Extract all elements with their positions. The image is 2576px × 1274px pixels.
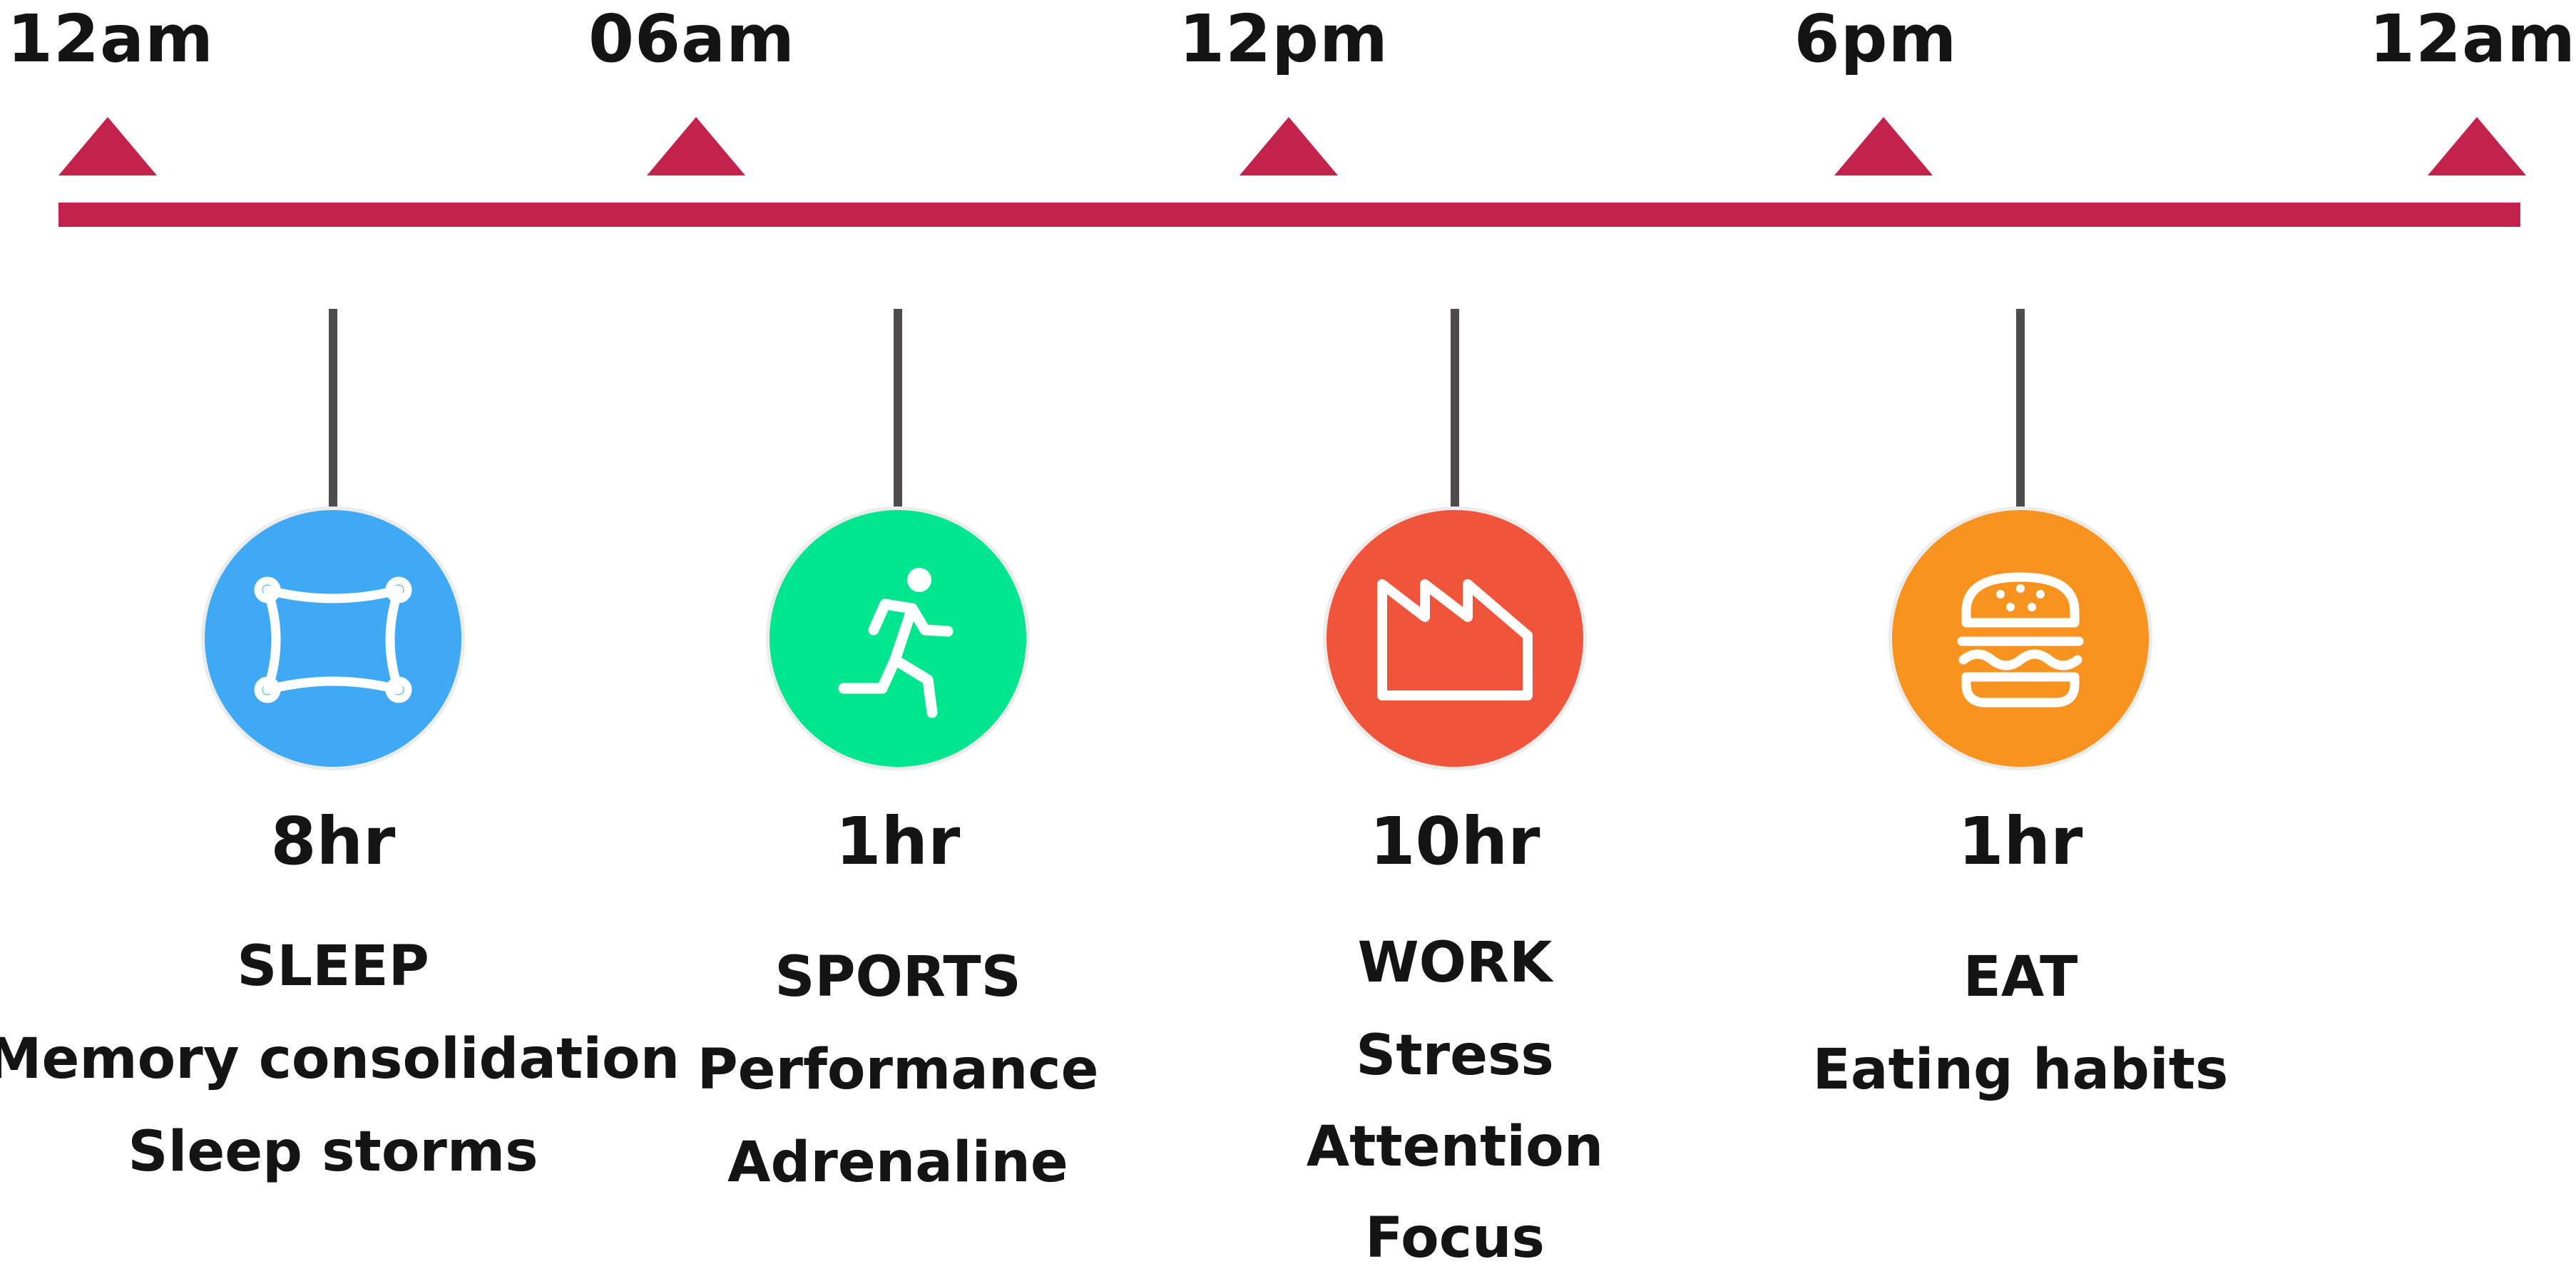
activity-detail: Memory consolidation (0, 1027, 680, 1091)
tick-label-06am: 06am (588, 1, 795, 77)
activity-detail: Attention (1306, 1115, 1604, 1179)
icon-circle-work (1327, 510, 1583, 767)
activity-duration: 1hr (835, 803, 961, 880)
tick-marker-06am (647, 117, 745, 175)
connector-stem (329, 309, 337, 510)
activity-detail: Performance (697, 1038, 1099, 1102)
factory-icon (1377, 579, 1533, 700)
activity-category: EAT (1963, 945, 2078, 1009)
burger-icon (1957, 572, 2084, 708)
connector-stem (2016, 309, 2025, 510)
activity-category: SPORTS (775, 945, 1021, 1009)
tick-label-12am-end: 12am (2369, 1, 2576, 77)
activity-detail: Sleep storms (128, 1120, 538, 1184)
tick-marker-12am-start (58, 117, 157, 175)
icon-circle-eat (1892, 510, 2149, 767)
tick-label-12pm: 12pm (1179, 1, 1389, 77)
timeline-bar (58, 203, 2520, 227)
tick-marker-12pm (1240, 117, 1338, 175)
activity-duration: 8hr (270, 803, 396, 880)
connector-stem (894, 309, 902, 510)
activity-duration: 10hr (1369, 803, 1540, 880)
tick-label-6pm: 6pm (1794, 1, 1958, 77)
activity-category: WORK (1357, 931, 1553, 995)
tick-marker-12am-end (2428, 117, 2526, 175)
activity-detail: Stress (1356, 1024, 1554, 1088)
activity-duration: 1hr (1958, 803, 2083, 880)
activity-detail: Adrenaline (727, 1131, 1068, 1195)
icon-circle-sleep (205, 510, 461, 767)
icon-circle-sports (770, 510, 1026, 767)
runner-icon (838, 568, 954, 718)
pillow-icon (254, 576, 412, 703)
activity-detail: Eating habits (1812, 1038, 2229, 1102)
activity-category: SLEEP (237, 934, 429, 999)
activity-detail: Focus (1365, 1206, 1545, 1270)
tick-label-12am-start: 12am (7, 1, 214, 77)
connector-stem (1451, 309, 1459, 510)
tick-marker-6pm (1834, 117, 1933, 175)
